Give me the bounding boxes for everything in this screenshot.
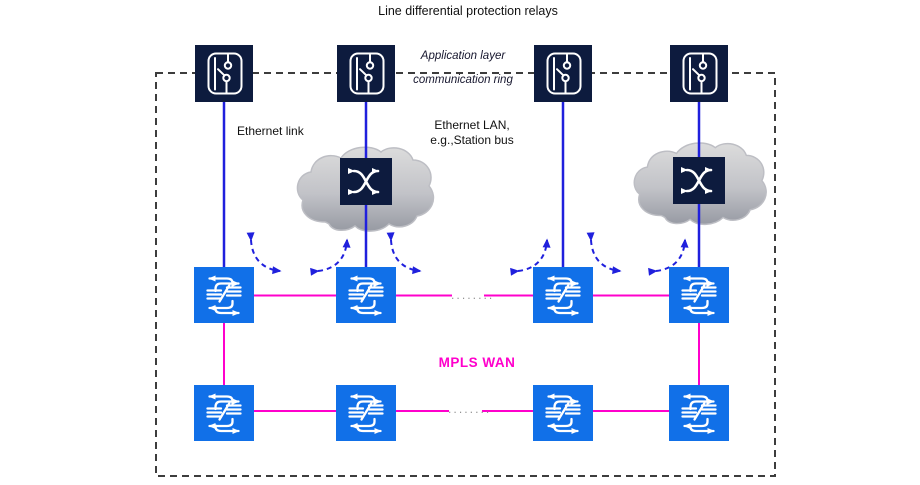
label-ethernet-lan: Ethernet LAN, e.g.,Station bus [410,118,534,148]
arc-6 [648,238,689,276]
relay-node-2 [337,45,395,102]
label-ethernet-lan-line1: Ethernet LAN, [434,118,510,132]
mpls-router-icon [194,267,254,323]
protection-relay-icon [534,45,592,102]
ellipsis-bottom: ........ [447,406,491,416]
mpls-router-top-3 [533,267,593,323]
comm-ring-arrows [246,232,689,276]
mpls-router-icon [336,385,396,441]
arc-5 [586,232,622,275]
mpls-router-top-4 [669,267,729,323]
arc-1 [246,232,282,275]
mpls-router-bottom-2 [336,385,396,441]
label-application-layer-line2: communication ring [413,74,513,86]
ethernet-switch-icon [340,158,392,205]
mpls-router-top-1 [194,267,254,323]
relay-node-4 [670,45,728,102]
mpls-router-bottom-3 [533,385,593,441]
arc-3 [386,232,422,275]
arc-4 [510,238,551,276]
mpls-router-icon [533,385,593,441]
mpls-router-bottom-1 [194,385,254,441]
relay-node-1 [195,45,253,102]
boundary-dashed-rect [155,72,776,477]
mpls-router-top-2 [336,267,396,323]
ellipsis-top: ........ [450,292,494,302]
relay-node-3 [534,45,592,102]
mpls-router-icon [669,385,729,441]
label-mpls-wan: MPLS WAN [438,355,516,370]
label-ethernet-link: Ethernet link [237,124,304,138]
arc-2 [310,238,351,276]
mpls-router-icon [194,385,254,441]
protection-relay-icon [337,45,395,102]
ethernet-switch-icon [673,157,725,204]
mpls-router-icon [336,267,396,323]
mpls-router-bottom-4 [669,385,729,441]
label-application-layer-line1: Application layer [420,50,506,62]
ethernet-switch-1 [340,158,392,205]
protection-relay-icon [670,45,728,102]
mpls-router-icon [533,267,593,323]
mpls-router-icon [669,267,729,323]
label-ethernet-lan-line2: e.g.,Station bus [430,133,514,147]
protection-relay-icon [195,45,253,102]
mpls-lines [223,294,700,412]
diagram-title: Line differential protection relays [378,4,558,18]
ethernet-switch-2 [673,157,725,204]
